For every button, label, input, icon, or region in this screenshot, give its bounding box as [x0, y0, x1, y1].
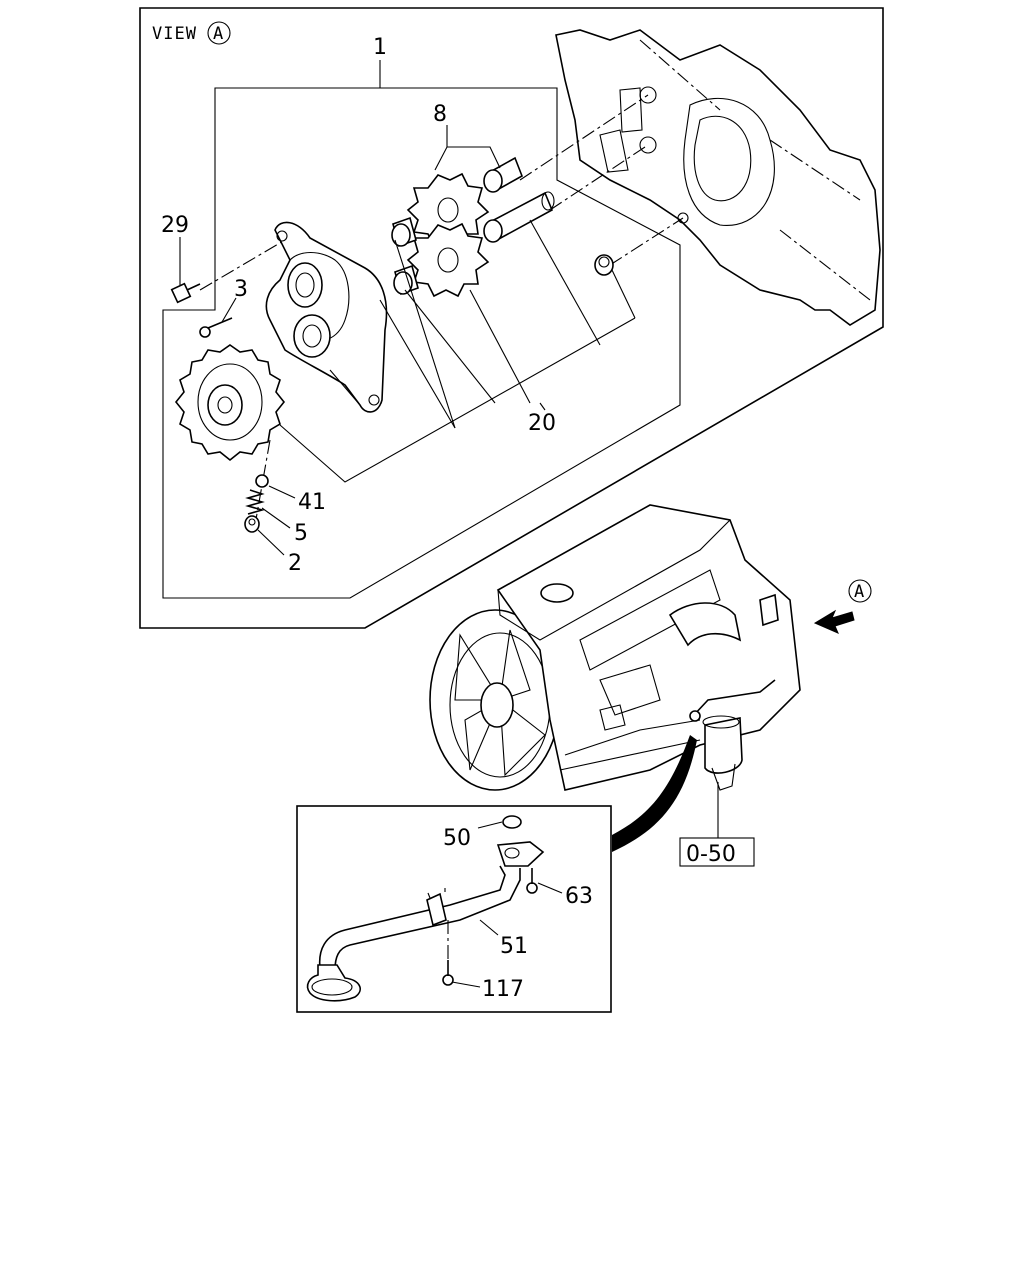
axis-shaft-upper	[519, 94, 649, 181]
engine-block-outline	[555, 29, 881, 326]
callout-51: 51	[500, 934, 528, 959]
leader-3	[221, 297, 237, 323]
assembly-bracket	[162, 87, 681, 599]
view-a-arrow	[813, 609, 855, 634]
callout-20: 20	[528, 411, 556, 436]
axis-shaft-lower	[549, 144, 649, 211]
leader-8	[434, 146, 501, 171]
view-a-frame	[139, 7, 884, 629]
bushing-upper	[391, 216, 417, 248]
bolt-29	[170, 282, 201, 304]
shaft-upper	[483, 156, 523, 193]
leader-63	[537, 882, 563, 894]
detail-link	[612, 735, 697, 852]
ref-box	[679, 837, 755, 867]
callout-5: 5	[294, 521, 308, 546]
arrow-marker: A	[854, 582, 865, 602]
rotor-gear-lower	[406, 222, 490, 298]
callout-29: 29	[161, 213, 189, 238]
axis-dowel	[609, 217, 684, 266]
rotor-gear-upper	[406, 172, 490, 248]
view-marker: A	[213, 24, 224, 44]
leader-50	[477, 821, 503, 829]
callout-3: 3	[234, 277, 248, 302]
view-marker-circle	[207, 21, 231, 45]
leader-20	[279, 219, 636, 483]
leader-51	[479, 919, 499, 936]
callout-1: 1	[373, 35, 387, 60]
ball-41	[255, 474, 269, 488]
plug-2	[244, 515, 260, 533]
dowel	[594, 254, 614, 276]
callout-117: 117	[482, 977, 524, 1002]
drive-gear	[174, 344, 286, 462]
strainer-detail-frame	[296, 805, 612, 1013]
oil-strainer	[306, 815, 545, 1002]
leader-2	[257, 529, 285, 556]
callout-50: 50	[443, 826, 471, 851]
bolt-117	[442, 960, 454, 986]
pump-cover	[265, 221, 388, 413]
bolt-63	[526, 868, 538, 894]
view-title: VIEW	[152, 24, 197, 44]
callout-8: 8	[433, 102, 447, 127]
leader-41	[268, 485, 296, 499]
pin-3	[199, 317, 233, 338]
engine-assembly	[429, 504, 801, 791]
bushing-lower	[393, 264, 419, 296]
shaft-lower	[483, 191, 555, 243]
leader-5	[261, 507, 291, 529]
callout-63: 63	[565, 884, 593, 909]
arrow-marker-circle	[848, 579, 872, 603]
spring-5	[245, 489, 265, 515]
axis-bolt	[199, 239, 286, 291]
leader-117	[451, 981, 481, 988]
callout-2: 2	[288, 551, 302, 576]
ref-box-label: 0-50	[686, 842, 736, 867]
callout-41: 41	[298, 490, 326, 515]
